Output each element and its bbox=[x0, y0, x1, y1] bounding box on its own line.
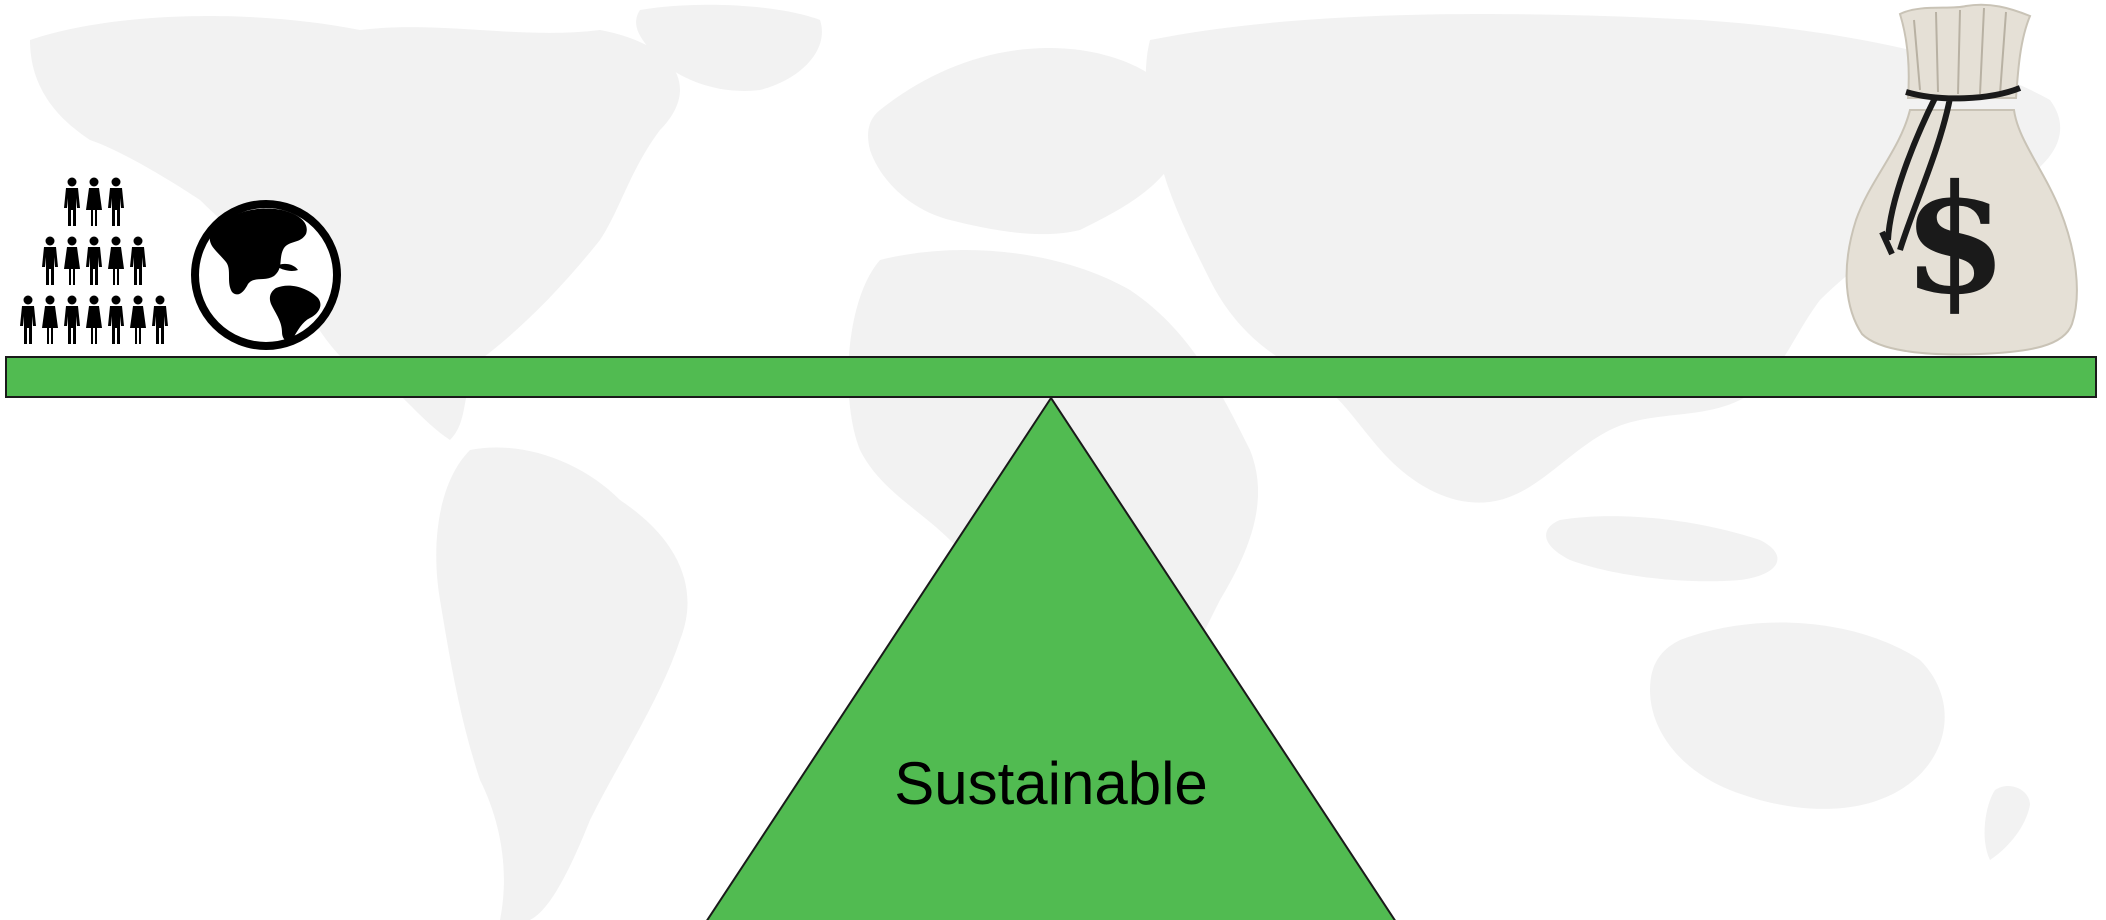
new-zealand-shape bbox=[1984, 785, 2030, 860]
people-pyramid-icon bbox=[20, 177, 168, 344]
person-figure bbox=[108, 295, 124, 344]
person-figure bbox=[86, 295, 102, 344]
north-america-shape bbox=[30, 16, 680, 441]
fulcrum-triangle bbox=[706, 396, 1396, 920]
person-figure bbox=[86, 177, 102, 226]
australia-shape bbox=[1650, 622, 1945, 809]
earth-globe-icon bbox=[191, 200, 341, 350]
person-figure bbox=[108, 236, 124, 285]
money-bag-icon: $ bbox=[1845, 3, 2078, 356]
money-bag-ruffle bbox=[1913, 7, 2007, 95]
greenland-shape bbox=[636, 4, 822, 91]
person-figure bbox=[108, 177, 124, 226]
person-figure bbox=[20, 295, 36, 344]
person-figure bbox=[64, 236, 80, 285]
globe-south-america bbox=[269, 285, 321, 342]
person-figure bbox=[42, 295, 58, 344]
europe-shape bbox=[868, 48, 1185, 235]
fulcrum-label: Sustainable bbox=[894, 750, 1208, 817]
money-bag-dollar-sign: $ bbox=[1903, 152, 2007, 328]
person-figure bbox=[130, 236, 146, 285]
money-bag-neck bbox=[1898, 3, 2032, 99]
globe-cuba bbox=[276, 263, 298, 271]
globe-north-america bbox=[209, 208, 307, 295]
person-figure bbox=[152, 295, 168, 344]
person-figure bbox=[86, 236, 102, 285]
money-bag-cord bbox=[1879, 85, 2022, 256]
south-america-shape bbox=[436, 447, 688, 920]
person-figure bbox=[64, 295, 80, 344]
indonesia-shape bbox=[1546, 516, 1778, 582]
balance-beam bbox=[5, 356, 2097, 398]
person-figure bbox=[64, 177, 80, 226]
person-figure bbox=[130, 295, 146, 344]
person-figure bbox=[42, 236, 58, 285]
